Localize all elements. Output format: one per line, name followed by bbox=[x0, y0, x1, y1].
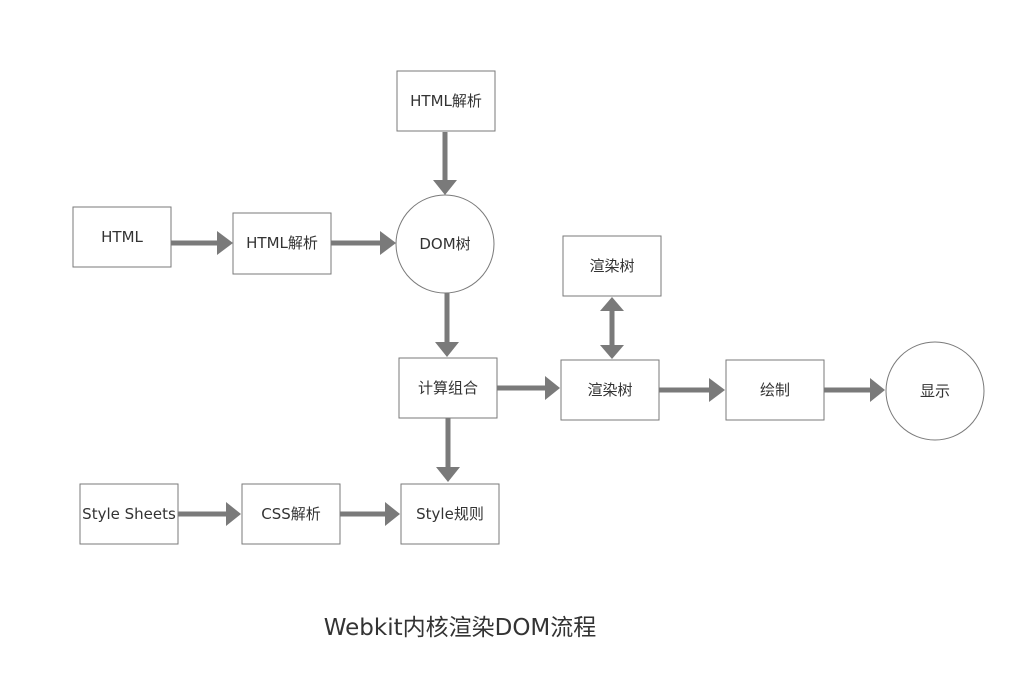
node-label: Style规则 bbox=[416, 505, 484, 523]
node-html-source: HTML bbox=[72, 206, 172, 268]
node-compute-combine: 计算组合 bbox=[398, 357, 498, 419]
node-html-parse: HTML解析 bbox=[232, 212, 332, 275]
node-html-parse-top: HTML解析 bbox=[396, 70, 496, 132]
node-style-rules: Style规则 bbox=[400, 483, 500, 545]
arrow-render-tree-bidirectional bbox=[600, 297, 624, 359]
arrow-html-parse-to-dom bbox=[331, 231, 396, 255]
node-css-parse: CSS解析 bbox=[241, 483, 341, 545]
node-dom-tree: DOM树 bbox=[395, 194, 495, 294]
arrow-dom-to-compute bbox=[435, 293, 459, 357]
arrow-style-sheets-to-css-parse bbox=[178, 502, 241, 526]
arrow-compute-to-render bbox=[497, 376, 560, 400]
node-render-tree-top: 渲染树 bbox=[562, 235, 662, 297]
node-label: HTML bbox=[101, 228, 143, 246]
node-label: 渲染树 bbox=[587, 381, 632, 399]
arrow-html-to-html-parse bbox=[171, 231, 233, 255]
node-label: CSS解析 bbox=[261, 505, 321, 523]
node-render-tree: 渲染树 bbox=[560, 359, 660, 421]
node-label: DOM树 bbox=[419, 235, 470, 253]
arrow-compute-to-style-rules bbox=[436, 418, 460, 482]
diagram-caption: Webkit内核渲染DOM流程 bbox=[324, 615, 597, 641]
arrow-paint-to-display bbox=[824, 378, 885, 402]
node-label: 计算组合 bbox=[418, 379, 478, 397]
arrow-css-parse-to-style-rules bbox=[340, 502, 400, 526]
node-style-sheets: Style Sheets bbox=[79, 483, 179, 545]
node-label: 绘制 bbox=[760, 381, 790, 399]
arrow-html-parse-top-to-dom bbox=[433, 132, 457, 195]
node-display: 显示 bbox=[885, 341, 985, 441]
node-label: HTML解析 bbox=[246, 234, 318, 252]
node-label: 显示 bbox=[920, 382, 950, 400]
arrow-render-to-paint bbox=[659, 378, 725, 402]
node-label: 渲染树 bbox=[589, 257, 634, 275]
node-paint: 绘制 bbox=[725, 359, 825, 421]
node-label: HTML解析 bbox=[410, 92, 482, 110]
node-label: Style Sheets bbox=[82, 505, 176, 523]
